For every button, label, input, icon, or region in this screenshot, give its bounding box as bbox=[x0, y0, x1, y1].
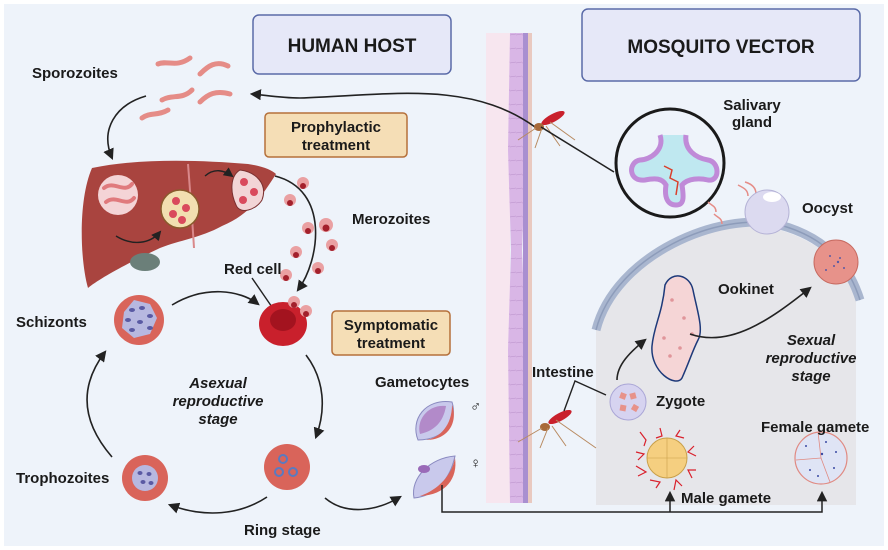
arrow-liver-internal-1 bbox=[115, 230, 162, 243]
arrow-zygote-to-ookinet bbox=[616, 338, 647, 381]
svg-text:stage: stage bbox=[198, 411, 237, 428]
svg-text:treatment: treatment bbox=[302, 137, 370, 154]
svg-text:stage: stage bbox=[791, 368, 830, 385]
svg-text:reproductive: reproductive bbox=[173, 393, 264, 410]
ookinet bbox=[651, 275, 702, 382]
svg-text:reproductive: reproductive bbox=[766, 350, 857, 367]
male-gamete bbox=[635, 427, 697, 491]
prophylactic-treatment-box: Prophylactic treatment bbox=[264, 112, 408, 158]
salivary-gland-label-2: gland bbox=[732, 114, 772, 131]
svg-text:Asexual: Asexual bbox=[188, 375, 247, 392]
gametocytes-label: Gametocytes bbox=[375, 374, 469, 391]
mosquito-vector-header: MOSQUITO VECTOR bbox=[581, 8, 861, 82]
arrow-mosquito-to-sporozoites bbox=[249, 89, 536, 128]
svg-text:Prophylactic: Prophylactic bbox=[291, 119, 381, 136]
svg-text:Symptomatic: Symptomatic bbox=[344, 317, 438, 334]
connector-gametocytes-to-gametes bbox=[441, 485, 828, 513]
arrow-mosquito-to-salivary-gland bbox=[540, 126, 615, 173]
trophozoites-label: Trophozoites bbox=[16, 470, 109, 487]
arrow-liver-to-red-cell bbox=[274, 175, 317, 292]
oocyst-on-gut bbox=[813, 239, 859, 285]
zygote bbox=[609, 383, 647, 421]
ring-stage-cell bbox=[264, 444, 310, 490]
sexual-stage-label: Sexual reproductive stage bbox=[766, 332, 857, 385]
oocyst bbox=[744, 189, 790, 235]
ookinet-label: Ookinet bbox=[718, 281, 774, 298]
skin-layer bbox=[486, 33, 532, 503]
female-symbol: ♀ bbox=[470, 455, 481, 472]
intestine-label: Intestine bbox=[532, 364, 594, 381]
arrow-trophozoite-to-schizont bbox=[86, 350, 113, 458]
svg-text:treatment: treatment bbox=[357, 335, 425, 352]
schizont-cell bbox=[114, 295, 164, 345]
arrow-red-cell-to-ring bbox=[305, 354, 325, 440]
svg-text:Sexual: Sexual bbox=[787, 332, 836, 349]
female-gamete-label: Female gamete bbox=[761, 419, 869, 436]
red-cell-pointer bbox=[251, 277, 275, 311]
male-gamete-label: Male gamete bbox=[681, 490, 771, 507]
arrow-sporozoites-to-liver bbox=[103, 95, 147, 161]
merozoites-label: Merozoites bbox=[352, 211, 430, 228]
arrow-ring-to-trophozoite bbox=[167, 496, 268, 514]
human-host-title: HUMAN HOST bbox=[288, 36, 417, 57]
arrow-ring-to-gametocytes bbox=[324, 495, 402, 511]
symptomatic-treatment-box: Symptomatic treatment bbox=[331, 310, 451, 356]
arrow-liver-internal-2 bbox=[204, 167, 234, 178]
human-host-header: HUMAN HOST bbox=[252, 14, 452, 75]
trophozoite-cell bbox=[122, 455, 168, 501]
intestine-pointer bbox=[563, 380, 607, 412]
asexual-stage-label: Asexual reproductive stage bbox=[173, 375, 264, 428]
red-cell bbox=[259, 296, 312, 346]
arrow-schizont-to-red-cell bbox=[171, 290, 260, 306]
mosquito-top bbox=[517, 110, 576, 149]
male-gametocyte bbox=[415, 401, 454, 441]
mosquito-bottom bbox=[517, 409, 597, 449]
mosquito-vector-title: MOSQUITO VECTOR bbox=[627, 37, 814, 58]
sporozoites-cluster bbox=[139, 55, 233, 121]
liver bbox=[81, 160, 276, 288]
ring-stage-label: Ring stage bbox=[244, 522, 321, 539]
schizonts-label: Schizonts bbox=[16, 314, 87, 331]
arrow-ookinet-to-oocyst bbox=[689, 286, 812, 339]
male-symbol: ♂ bbox=[470, 398, 481, 415]
sporozoites-released bbox=[707, 181, 757, 225]
female-gametocyte bbox=[413, 455, 456, 499]
salivary-gland-label-1: Salivary bbox=[723, 97, 781, 114]
sporozoites-label: Sporozoites bbox=[32, 65, 118, 82]
female-gamete bbox=[794, 431, 848, 485]
red-cell-label: Red cell bbox=[224, 261, 282, 278]
salivary-gland bbox=[614, 107, 726, 219]
merozoites-cluster bbox=[280, 177, 338, 281]
oocyst-label: Oocyst bbox=[802, 200, 853, 217]
zygote-label: Zygote bbox=[656, 393, 705, 410]
